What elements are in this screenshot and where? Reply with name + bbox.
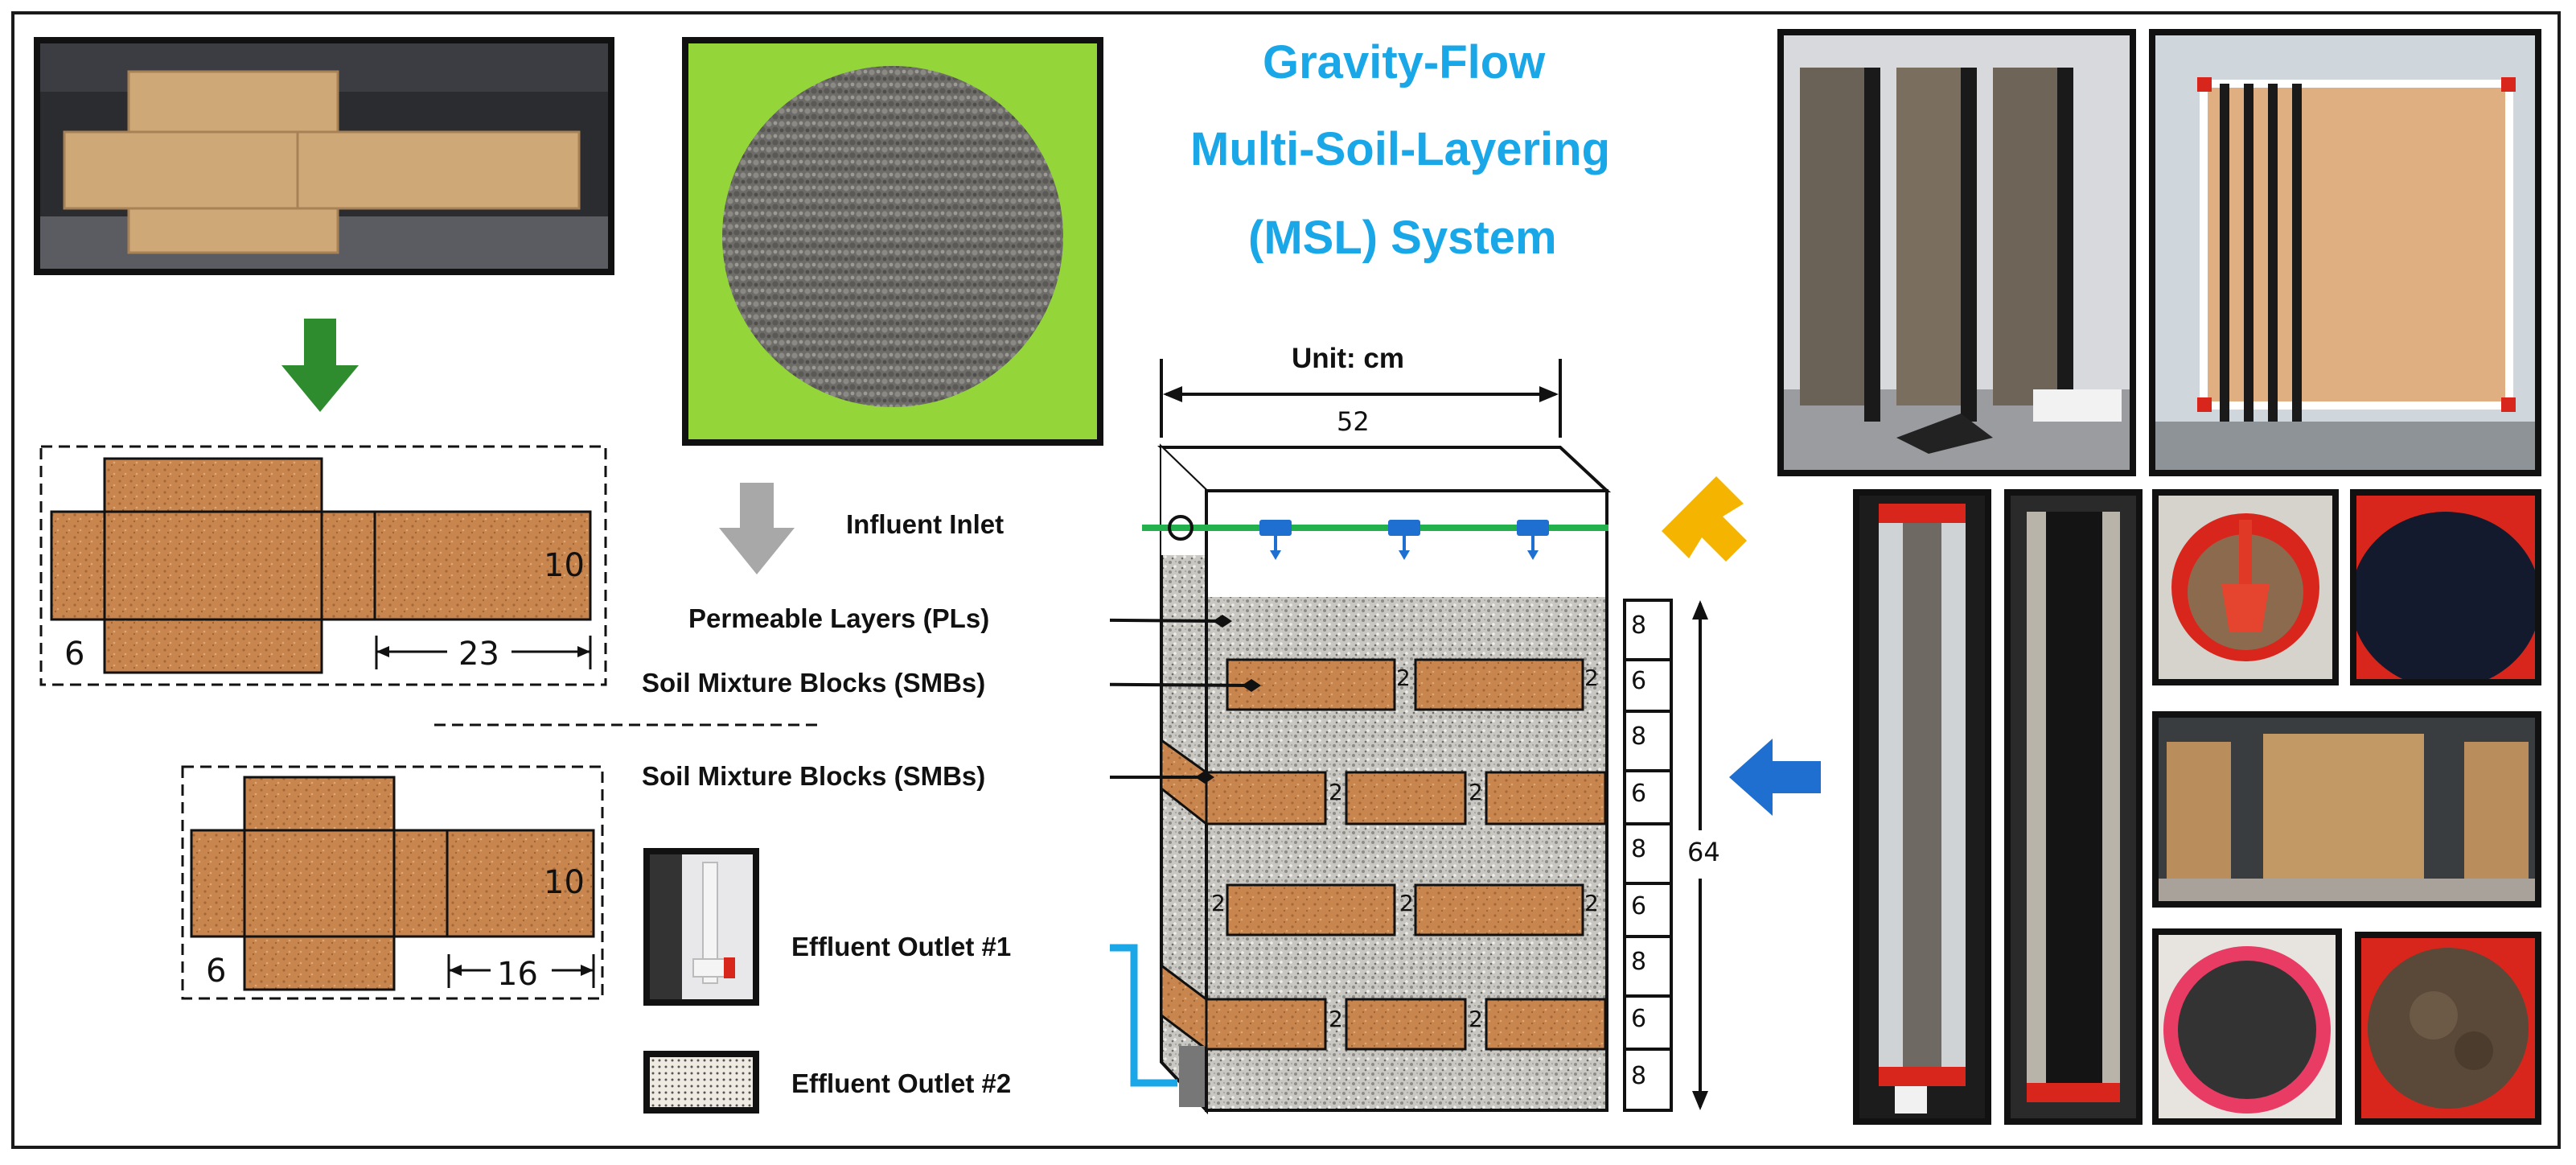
net-large-height: 10 <box>544 547 585 584</box>
label-influent-inlet: Influent Inlet <box>846 509 1005 539</box>
layer-height-2: 6 <box>1631 667 1647 695</box>
gap-label: 2 <box>1329 1006 1343 1032</box>
label-permeable-layers: Permeable Layers (PLs) <box>688 603 990 633</box>
dark-soil-photo <box>2350 489 2541 685</box>
gap-label: 2 <box>1399 890 1414 916</box>
net-small-height: 10 <box>544 864 585 901</box>
burlap-bags-photo <box>2152 711 2541 908</box>
height-total: 64 <box>1687 837 1720 867</box>
perforated-plate-photo <box>643 1051 759 1114</box>
title-line-2: Multi-Soil-Layering <box>1190 123 1610 175</box>
outlet-fitting-photo <box>643 848 759 1006</box>
reactor-tank-photo <box>2149 29 2541 476</box>
net-large-side: 6 <box>64 636 85 673</box>
red-bucket-photo <box>2152 489 2339 685</box>
layer-height-3: 8 <box>1631 722 1647 751</box>
label-effluent-outlet-1: Effluent Outlet #1 <box>791 932 1012 961</box>
layer-height-6: 6 <box>1631 892 1647 920</box>
gray-arrow-icon <box>719 483 795 574</box>
zeolite-photo <box>682 37 1103 446</box>
gap-label: 2 <box>1329 779 1343 805</box>
layer-height-8: 6 <box>1631 1005 1647 1033</box>
unit-label: Unit: cm <box>1292 343 1404 374</box>
net-template-small <box>181 765 604 1000</box>
msl-reactor-diagram <box>1110 359 1724 1115</box>
gap-label: 2 <box>1584 665 1599 691</box>
burlap-photo <box>34 37 614 275</box>
layer-height-5: 8 <box>1631 835 1647 863</box>
net-small-length: 16 <box>497 956 538 993</box>
title-line-1: Gravity-Flow <box>1263 36 1546 89</box>
gap-label: 2 <box>1396 665 1411 691</box>
figure-frame <box>11 11 2561 1149</box>
net-small-side: 6 <box>206 953 227 990</box>
layer-height-7: 8 <box>1631 948 1647 976</box>
soil-cake-photo <box>2355 932 2541 1125</box>
label-smb-2: Soil Mixture Blocks (SMBs) <box>642 761 986 791</box>
width-value: 52 <box>1337 406 1370 437</box>
layer-height-9: 8 <box>1631 1062 1647 1090</box>
label-smb-1: Soil Mixture Blocks (SMBs) <box>642 668 986 698</box>
gap-label: 2 <box>1211 890 1226 916</box>
pink-bucket-soil-photo <box>2152 928 2342 1125</box>
gap-label: 2 <box>1469 1006 1483 1032</box>
column-photo-1 <box>1853 489 1991 1125</box>
reactor-columns-photo <box>1777 29 2136 476</box>
label-effluent-outlet-2: Effluent Outlet #2 <box>791 1068 1012 1098</box>
separator-line <box>434 723 820 727</box>
layer-height-4: 6 <box>1631 780 1647 808</box>
net-large-length: 23 <box>458 636 499 673</box>
green-arrow-icon <box>281 319 359 412</box>
column-photo-2 <box>2004 489 2143 1125</box>
gap-label: 2 <box>1584 890 1599 916</box>
blue-arrow-icon <box>1729 739 1821 816</box>
gap-label: 2 <box>1469 779 1483 805</box>
title-line-3: (MSL) System <box>1248 212 1557 264</box>
yellow-arrow-icon <box>1662 476 1747 562</box>
net-template-large <box>39 445 607 686</box>
layer-height-1: 8 <box>1631 611 1647 640</box>
